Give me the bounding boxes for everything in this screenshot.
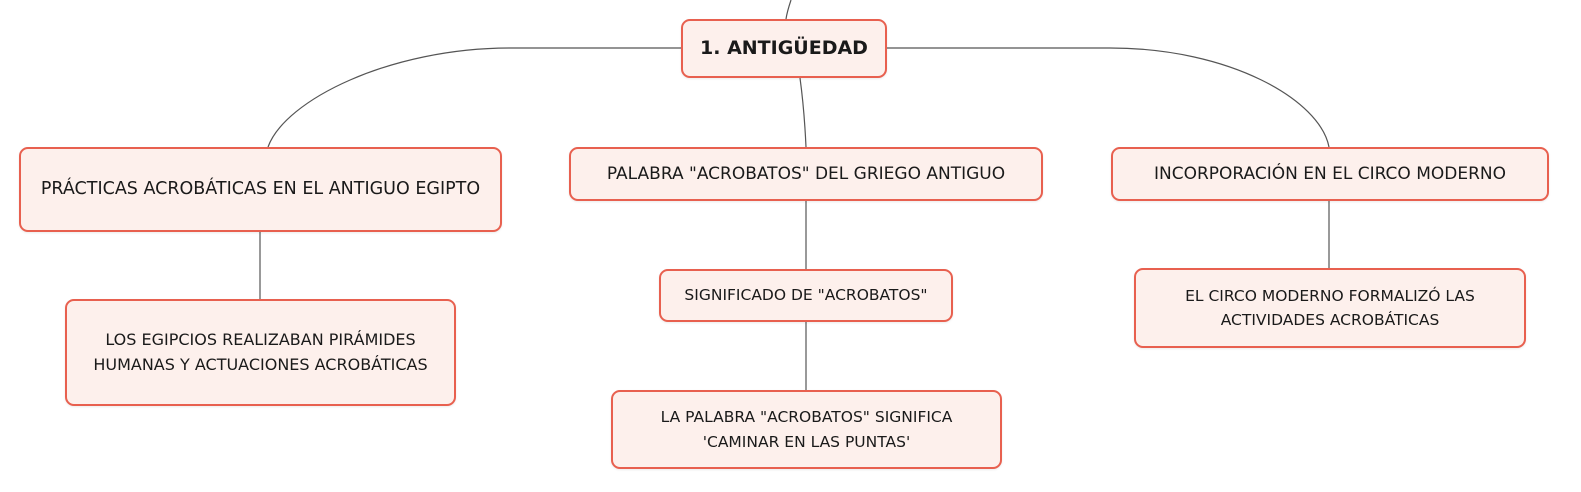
detail-node-meaning-text: LA PALABRA "ACROBATOS" SIGNIFICA 'CAMINA… <box>661 405 953 453</box>
branch-node-circus-label: INCORPORACIÓN EN EL CIRCO MODERNO <box>1153 163 1507 184</box>
detail-node-meaning-line-1: LA PALABRA "ACROBATOS" SIGNIFICA <box>660 408 953 427</box>
root-node-label: 1. ANTIGÜEDAD <box>700 36 868 59</box>
detail-node-egypt-line-1: LOS EGIPCIOS REALIZABAN PIRÁMIDES <box>105 329 416 349</box>
connector-root-greek <box>799 77 807 148</box>
detail-node-meaning-line-2: 'CAMINAR EN LAS PUNTAS' <box>702 432 911 451</box>
root-node[interactable]: 1. ANTIGÜEDAD <box>681 19 887 78</box>
detail-node-egypt[interactable]: LOS EGIPCIOS REALIZABAN PIRÁMIDES HUMANA… <box>65 299 456 406</box>
branch-node-circus[interactable]: INCORPORACIÓN EN EL CIRCO MODERNO <box>1111 147 1549 201</box>
branch-node-egypt-label: PRÁCTICAS ACROBÁTICAS EN EL ANTIGUO EGIP… <box>40 178 481 199</box>
detail-node-meaning[interactable]: LA PALABRA "ACROBATOS" SIGNIFICA 'CAMINA… <box>611 390 1002 469</box>
detail-node-egypt-line-2: HUMANAS Y ACTUACIONES ACROBÁTICAS <box>93 354 428 374</box>
subtopic-node-meaning-label: SIGNIFICADO DE "ACROBATOS" <box>684 286 928 305</box>
connector-incoming <box>785 0 792 20</box>
connector-root-circus <box>887 47 1330 148</box>
connector-root-egypt <box>267 47 681 148</box>
branch-node-greek-label: PALABRA "ACROBATOS" DEL GRIEGO ANTIGUO <box>606 163 1006 184</box>
detail-node-circus-line-1: EL CIRCO MODERNO FORMALIZÓ LAS <box>1185 286 1475 305</box>
branch-node-greek[interactable]: PALABRA "ACROBATOS" DEL GRIEGO ANTIGUO <box>569 147 1043 201</box>
detail-node-circus[interactable]: EL CIRCO MODERNO FORMALIZÓ LAS ACTIVIDAD… <box>1134 268 1526 348</box>
branch-node-egypt[interactable]: PRÁCTICAS ACROBÁTICAS EN EL ANTIGUO EGIP… <box>19 147 502 232</box>
detail-node-egypt-text: LOS EGIPCIOS REALIZABAN PIRÁMIDES HUMANA… <box>93 328 427 378</box>
detail-node-circus-line-2: ACTIVIDADES ACROBÁTICAS <box>1220 311 1440 329</box>
subtopic-node-meaning[interactable]: SIGNIFICADO DE "ACROBATOS" <box>659 269 953 322</box>
detail-node-circus-text: EL CIRCO MODERNO FORMALIZÓ LAS ACTIVIDAD… <box>1185 284 1475 332</box>
